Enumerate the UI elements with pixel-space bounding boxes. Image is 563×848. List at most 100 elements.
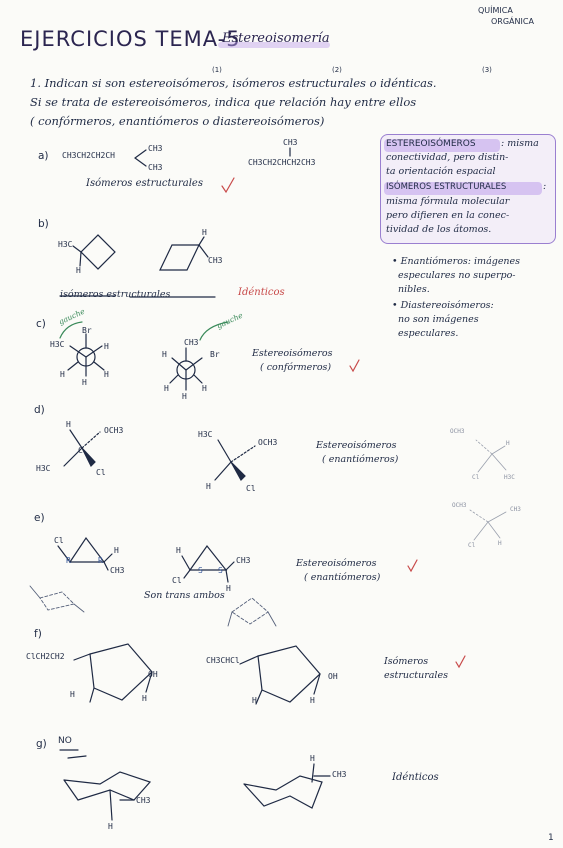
bullet-diastereo-3: especulares. xyxy=(398,328,459,339)
part-b-struck-answer: isómeros estructurales xyxy=(60,289,171,300)
marker-2: (2) xyxy=(332,66,342,74)
part-d-h-left: H xyxy=(66,420,71,429)
bullet-diastereo-1: • Diastereoisómeros: xyxy=(392,300,494,311)
part-d-h3c-right: H3C xyxy=(198,430,213,439)
part-g-ch3-left: CH3 xyxy=(136,796,151,805)
part-d-label: d) xyxy=(34,404,45,416)
def-estruct-line-2: pero difieren en la conec- xyxy=(386,210,510,221)
part-e-cl-2: Cl xyxy=(172,576,182,585)
part-e-s-2: S xyxy=(218,566,223,575)
part-c-answer-2: ( confórmeros) xyxy=(260,362,332,373)
part-f-answer-1: Isómeros xyxy=(384,656,429,667)
part-f-oh-right: OH xyxy=(328,672,338,681)
part-e-answer-1: Estereoisómeros xyxy=(296,558,377,569)
part-c-h-1: H xyxy=(104,342,109,351)
def-estereo-title: ESTEREOISÓMEROS xyxy=(386,139,476,149)
def-estruct-line-1: misma fórmula molecular xyxy=(386,196,510,207)
part-c-br-1: Br xyxy=(82,326,92,335)
subtitle-highlight xyxy=(218,42,330,48)
part-a-answer: Isómeros estructurales xyxy=(86,178,203,189)
corner-label-organica: ORGÁNICA xyxy=(491,17,534,26)
part-g-h-right: H xyxy=(310,754,315,763)
exercise-line-3: ( confórmeros, enantiómeros o diastereoi… xyxy=(30,114,325,128)
def-estereo-line-3: ta orientación espacial xyxy=(386,166,496,177)
part-c-h-2: H xyxy=(60,370,65,379)
corner-label-quimica: QUÍMICA xyxy=(478,6,513,15)
part-c-h-4: H xyxy=(82,378,87,387)
part-c-h-5: H xyxy=(162,350,167,359)
marker-1: (1) xyxy=(212,66,222,74)
part-c-h-3: H xyxy=(104,370,109,379)
part-d-side-h-2: H xyxy=(498,540,502,547)
part-e-note: Son trans ambos xyxy=(144,590,225,601)
exercise-line-1: 1. Indican si son estereoisómeros, isóme… xyxy=(30,76,437,90)
part-a-label: a) xyxy=(38,150,49,162)
part-b-h3c: H3C xyxy=(58,240,73,249)
part-d-side-h3c: H3C xyxy=(504,474,515,481)
part-e-cl-1: Cl xyxy=(54,536,64,545)
part-e-ch3-2: CH3 xyxy=(236,556,251,565)
part-g-ch3-right: CH3 xyxy=(332,770,347,779)
part-f-answer-2: estructurales xyxy=(384,670,448,681)
part-d-side-h: H xyxy=(506,440,510,447)
def-estruct-line-3: tividad de los átomos. xyxy=(386,224,492,235)
estruct-title-highlight xyxy=(384,182,542,195)
part-b-label: b) xyxy=(38,218,49,230)
part-f-h-right-1: H xyxy=(252,696,257,705)
part-d-cl-right: Cl xyxy=(246,484,256,493)
bullet-diastereo-2: no son imágenes xyxy=(398,314,479,325)
part-f-oh-left: OH xyxy=(148,670,158,679)
part-c-answer-1: Estereoisómeros xyxy=(252,348,333,359)
page-title: EJERCICIOS TEMA-5 xyxy=(20,27,241,51)
marker-3: (3) xyxy=(482,66,492,74)
part-f-h-left-2: H xyxy=(142,694,147,703)
part-d-cl-left: Cl xyxy=(96,468,106,477)
bullet-enantiomeros-1: • Enantiómeros: imágenes xyxy=(392,256,521,267)
part-e-h-2: H xyxy=(176,546,181,555)
part-f-h-left-1: H xyxy=(70,690,75,699)
part-e-label: e) xyxy=(34,512,45,524)
part-d-och3-left: OCH3 xyxy=(104,426,124,435)
part-a-molecule-2: CH3CH2CHCH2CH3 xyxy=(248,158,316,167)
part-g-label: g) xyxy=(36,738,47,750)
part-e-h-1: H xyxy=(114,546,119,555)
part-e-s-1: S xyxy=(198,566,203,575)
part-g-no: NO xyxy=(58,736,72,746)
estereo-title-highlight xyxy=(384,139,500,152)
part-d-side-och3: OCH3 xyxy=(450,428,465,435)
part-a-molecule-2-top: CH3 xyxy=(283,138,298,147)
part-c-br-2: Br xyxy=(210,350,220,359)
part-d-side-ch3: CH3 xyxy=(510,506,521,513)
part-d-answer-2: ( enantiómeros) xyxy=(322,454,399,465)
part-c-ch3: CH3 xyxy=(184,338,199,347)
part-g-h-left: H xyxy=(108,822,113,831)
part-f-right-group: CH3CHCl xyxy=(206,656,240,665)
part-d-och3-right: OCH3 xyxy=(258,438,278,447)
def-estruct-colon: : xyxy=(543,181,547,192)
part-c-h-8: H xyxy=(182,392,187,401)
def-estereo-line-2: conectividad, pero distin- xyxy=(386,152,509,163)
bullet-enantiomeros-3: nibles. xyxy=(398,284,430,295)
exercise-line-2: Si se trata de estereoisómeros, indica q… xyxy=(30,95,417,109)
part-c-h-7: H xyxy=(202,384,207,393)
part-d-h3c-left: H3C xyxy=(36,464,51,473)
part-f-label: f) xyxy=(34,628,42,640)
part-b-ch3: CH3 xyxy=(208,256,223,265)
part-d-side-cl: Cl xyxy=(472,474,480,481)
part-a-branch-top: CH3 xyxy=(148,144,163,153)
def-estruct-title: ISÓMEROS ESTRUCTURALES xyxy=(386,182,507,192)
part-a-branch-bottom: CH3 xyxy=(148,163,163,172)
part-e-h-3: H xyxy=(226,584,231,593)
part-b-answer: Idénticos xyxy=(238,287,285,298)
part-d-side-och3-2: OCH3 xyxy=(452,502,467,509)
part-g-answer: Idénticos xyxy=(392,772,439,783)
part-c-h-6: H xyxy=(164,384,169,393)
page-subtitle: Estereoisomería xyxy=(222,31,330,46)
part-e-answer-2: ( enantiómeros) xyxy=(304,572,381,583)
part-f-h-right-2: H xyxy=(310,696,315,705)
part-c-h3c: H3C xyxy=(50,340,65,349)
part-b-h-bottom: H xyxy=(76,266,81,275)
part-d-side-cl-2: Cl xyxy=(468,542,476,549)
def-estereo-line-1: : misma xyxy=(501,138,539,149)
